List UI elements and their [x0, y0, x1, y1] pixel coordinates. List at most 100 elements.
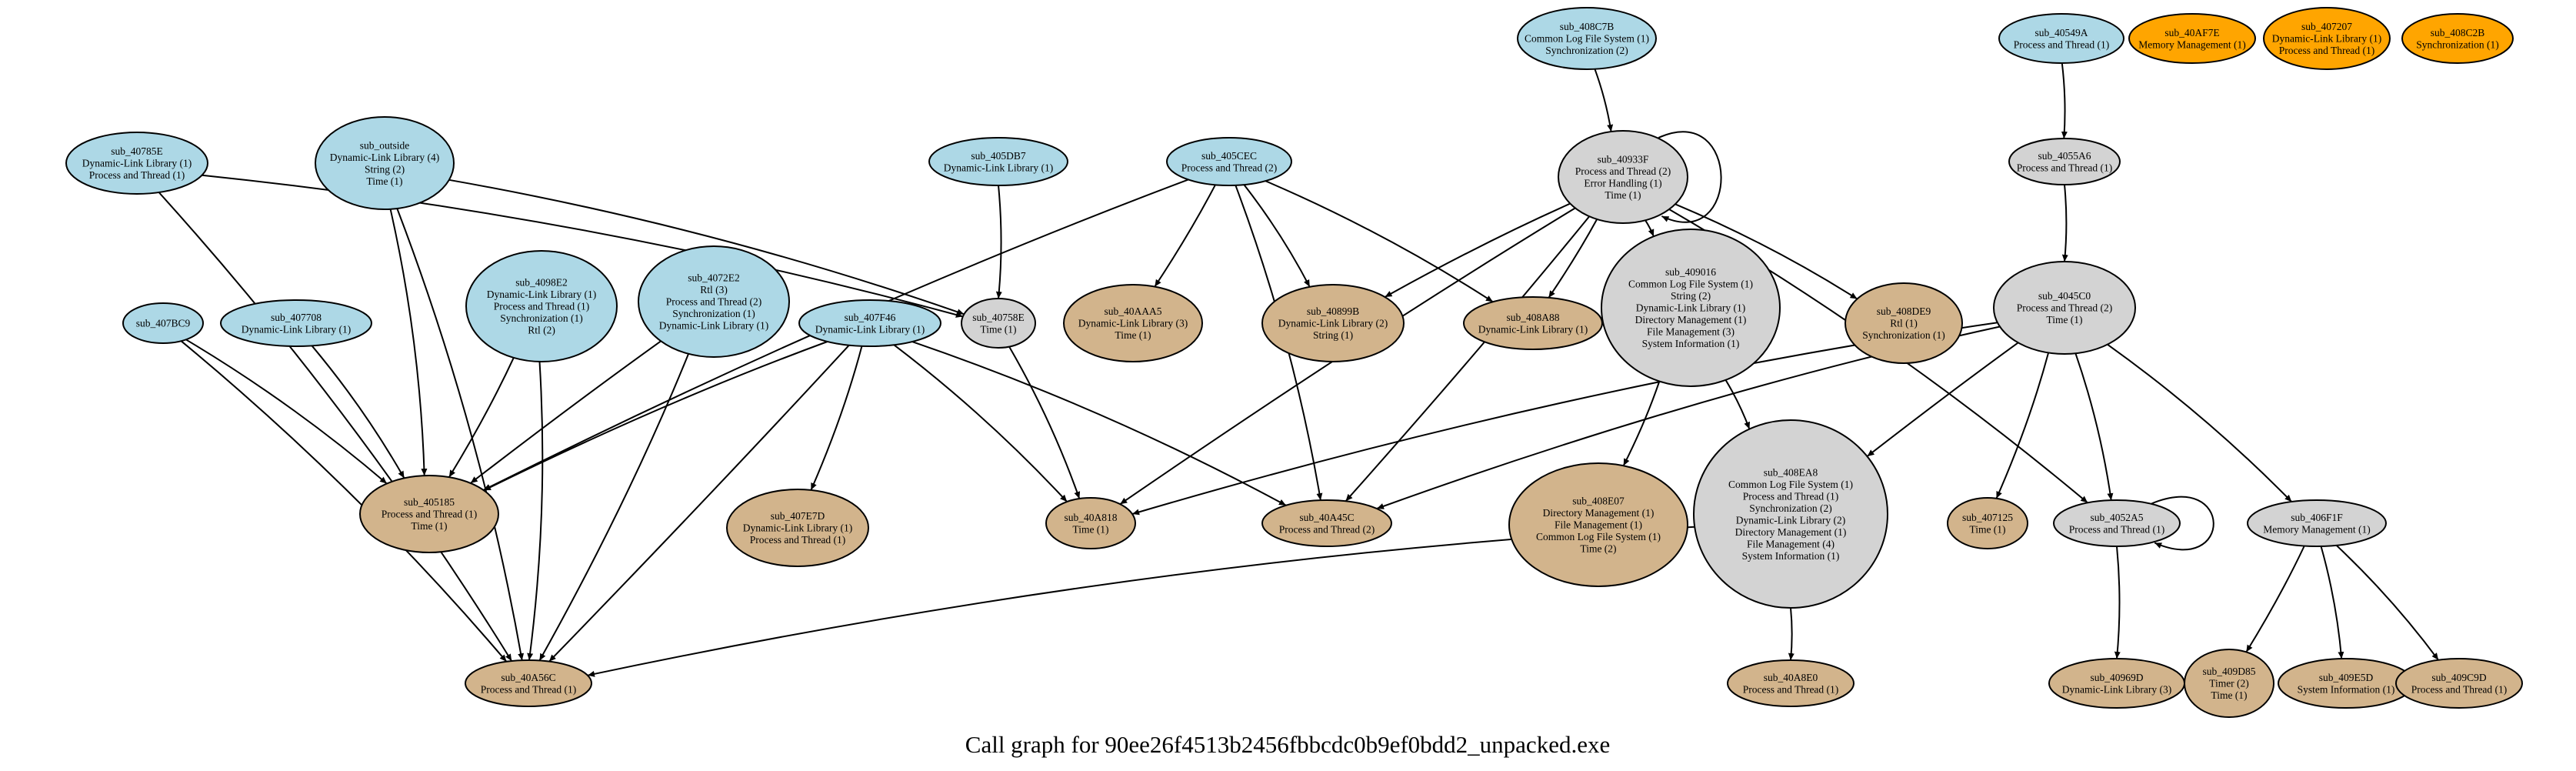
node-api-category: System Information (1)	[1642, 338, 1740, 349]
node-ellipse	[961, 298, 1036, 349]
call-edge-line	[2245, 546, 2305, 653]
node-ellipse	[465, 659, 592, 707]
node-api-category: Dynamic-Link Library (1)	[82, 158, 192, 169]
call-edge-line	[185, 339, 388, 485]
node-api-category: Dynamic-Link Library (3)	[2062, 683, 2171, 695]
node-ellipse	[465, 250, 618, 362]
function-node-sub-407bc9: sub_407BC9	[122, 302, 204, 344]
node-api-category: Synchronization (2)	[1749, 502, 1832, 514]
node-ellipse	[1998, 13, 2124, 64]
call-edge	[470, 340, 661, 484]
call-edge-line	[810, 345, 863, 491]
node-api-category: Dynamic-Link Library (1)	[242, 323, 351, 335]
node-api-category: Rtl (1)	[1890, 318, 1918, 329]
node-function-name: sub_409016	[1665, 266, 1716, 278]
node-function-name: sub_40969D	[2090, 672, 2143, 683]
node-function-name: sub_40A45C	[1299, 512, 1354, 523]
node-function-name: sub_408A88	[1506, 312, 1559, 323]
call-edge-line	[1548, 219, 1598, 299]
node-function-name: sub_4055A6	[2038, 150, 2091, 162]
node-api-category: Common Log File System (1)	[1536, 531, 1661, 542]
call-edge-line	[483, 341, 828, 492]
node-function-name: sub_40A8E0	[1764, 672, 1818, 683]
node-ellipse	[315, 116, 455, 210]
node-function-name: sub_408C7B	[1560, 21, 1615, 32]
call-edge	[538, 353, 690, 661]
node-api-category: Synchronization (1)	[1862, 329, 1945, 341]
node-api-category: Dynamic-Link Library (1)	[2272, 33, 2381, 45]
node-api-category: Dynamic-Link Library (1)	[743, 522, 852, 534]
node-function-name: sub_407207	[2301, 21, 2352, 32]
call-edge	[911, 341, 1287, 506]
node-api-category: Dynamic-Link Library (1)	[487, 289, 596, 300]
node-api-category: Synchronization (1)	[672, 308, 755, 319]
node-ellipse	[2008, 138, 2121, 185]
node-api-category: File Management (3)	[1647, 326, 1735, 338]
node-function-name: sub_406F1F	[2291, 512, 2343, 523]
call-edge	[1243, 184, 1311, 288]
call-edge-line	[1385, 202, 1571, 298]
node-function-name: sub_405DB7	[971, 150, 1026, 162]
node-function-name: sub_40933F	[1598, 153, 1649, 165]
node-ellipse	[798, 299, 941, 347]
call-edge	[2151, 496, 2214, 551]
node-api-category: Time (1)	[1969, 523, 2005, 535]
node-ellipse	[2247, 499, 2387, 547]
node-api-category: Common Log File System (1)	[1628, 279, 1753, 290]
node-api-category: String (2)	[1671, 290, 1711, 302]
node-function-name: sub_405185	[404, 496, 455, 508]
node-ellipse	[1693, 419, 1888, 609]
node-api-category: Process and Thread (1)	[750, 534, 846, 546]
node-function-name: sub_409D85	[2202, 666, 2255, 677]
call-edge-line	[1154, 184, 1216, 288]
node-ellipse	[726, 489, 869, 567]
call-edge-line	[2335, 545, 2439, 661]
call-edge-line	[158, 192, 513, 662]
node-ellipse	[1063, 284, 1203, 362]
node-api-category: System Information (1)	[2298, 683, 2395, 695]
node-ellipse	[928, 137, 1068, 186]
node-api-category: Directory Management (1)	[1543, 507, 1655, 519]
node-api-category: Process and Thread (2)	[1181, 162, 1278, 173]
node-function-name: sub_407708	[271, 312, 322, 323]
call-edge	[2074, 352, 2114, 501]
call-edge-line	[2107, 343, 2293, 502]
node-ellipse	[1045, 497, 1136, 549]
node-ellipse	[1558, 130, 1688, 224]
call-edge-line	[470, 340, 661, 484]
node-function-name: sub_40AAA5	[1104, 305, 1161, 317]
call-edge	[810, 345, 863, 491]
node-ellipse	[2053, 499, 2181, 547]
call-edge-line	[2320, 546, 2344, 659]
node-api-category: Synchronization (2)	[1545, 45, 1628, 56]
call-edge-line	[448, 357, 515, 478]
call-edge-line	[396, 208, 525, 661]
node-function-name: sub_40549A	[2034, 27, 2088, 38]
node-api-category: Rtl (2)	[528, 325, 555, 336]
node-function-name: sub_408EA8	[1764, 466, 1818, 478]
call-edge	[1866, 342, 2019, 457]
call-edge	[448, 357, 515, 478]
call-edge-line	[911, 341, 1287, 506]
node-api-category: Process and Thread (2)	[2017, 302, 2113, 314]
node-api-category: Time (1)	[980, 323, 1016, 335]
call-edge	[1548, 219, 1598, 299]
call-edge	[1645, 219, 1655, 237]
node-ellipse	[220, 299, 372, 347]
